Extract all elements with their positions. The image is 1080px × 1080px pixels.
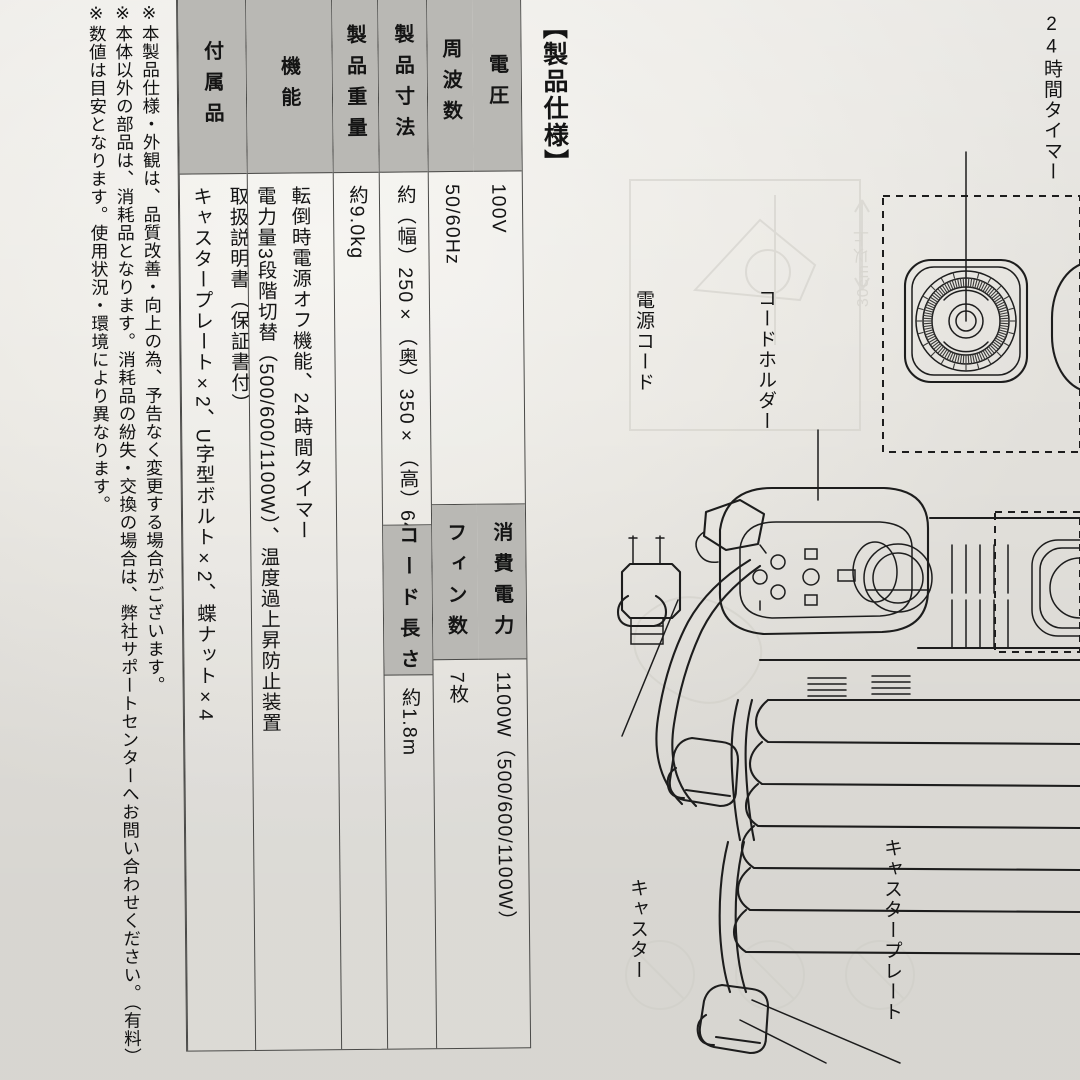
table-value-dimensions: 約（幅）250×（奥）350×（高）640mm ※キャスターを含む bbox=[393, 184, 421, 525]
table-header-dimensions: 製品寸法 bbox=[377, 0, 428, 173]
table-value-power-consumption: 1100W（500/600/1100W） bbox=[491, 671, 517, 932]
table-header-voltage: 電圧 bbox=[472, 0, 522, 172]
table-value-weight: 約9.0kg bbox=[345, 184, 369, 260]
table-value-fin-count: 7枚 bbox=[445, 671, 468, 705]
table-cell-frequency: 周波数 50/60Hz bbox=[427, 0, 477, 504]
table-header-accessories: 付属品 bbox=[178, 0, 247, 175]
spec-table: 電圧 100V 消費電力 1100W（500/600/1100W） 周波数 bbox=[176, 0, 532, 1052]
timer-callout-box bbox=[882, 195, 1080, 453]
table-header-frequency: 周波数 bbox=[427, 0, 475, 173]
control-callout-box bbox=[994, 511, 1080, 653]
bleedthrough-artwork bbox=[625, 179, 915, 1010]
page-title: 【製品仕様】 bbox=[539, 13, 569, 177]
label-caster: キャスター bbox=[627, 878, 648, 981]
label-24h-timer: 24時間タイマー bbox=[1041, 14, 1062, 182]
product-diagram: 30cm以上 bbox=[600, 0, 1080, 1080]
label-cord-holder: コードホルダー bbox=[755, 288, 776, 432]
table-cell-cord-length: コード長さ 約1.8m bbox=[383, 524, 437, 1049]
spec-table-wrapper: 電圧 100V 消費電力 1100W（500/600/1100W） 周波数 bbox=[176, 0, 532, 1052]
footnotes: ※本製品仕様・外観は、品質改善・向上の為、予告なく変更する場合がございます。 ※… bbox=[87, 3, 167, 1066]
table-column-dimensions: 製品寸法 約（幅）250×（奥）350×（高）640mm ※キャスターを含む コ… bbox=[376, 0, 437, 1049]
table-value-frequency: 50/60Hz bbox=[440, 183, 464, 266]
label-caster-plate: キャスタープレート bbox=[881, 838, 902, 1023]
table-value-accessories: キャスタープレート×2、U字型ボルト×2、蝶ナット×4 取扱説明書（保証書付） bbox=[189, 185, 250, 722]
table-cell-power-consumption: 消費電力 1100W（500/600/1100W） bbox=[477, 503, 531, 1048]
table-cell-fin-count: フィン数 7枚 bbox=[432, 503, 483, 1049]
table-column-voltage: 電圧 100V 消費電力 1100W（500/600/1100W） bbox=[472, 0, 531, 1048]
table-cell-dimensions: 製品寸法 約（幅）250×（奥）350×（高）640mm ※キャスターを含む bbox=[377, 0, 431, 525]
table-value-functions: 電力量3段階切替（500/600/1100W）、温度過上昇防止装置 転倒時電源オ… bbox=[253, 185, 314, 734]
table-header-functions: 機能 bbox=[245, 0, 333, 174]
table-value-cord-length: 約1.8m bbox=[397, 687, 421, 757]
label-power-cord: 電源コード bbox=[633, 290, 654, 393]
table-header-weight: 製品重量 bbox=[331, 0, 379, 174]
table-header-power-consumption: 消費電力 bbox=[477, 504, 527, 660]
footnote-item: ※本体以外の部品は、消耗品となります。消耗品の紛失・交換の場合は、弊社サポートセ… bbox=[113, 3, 143, 1066]
table-header-cord-length: コード長さ bbox=[383, 524, 433, 680]
heater-line-art bbox=[616, 151, 1080, 1064]
table-value-voltage: 100V bbox=[487, 183, 510, 235]
table-column-accessories: 付属品 キャスタープレート×2、U字型ボルト×2、蝶ナット×4 取扱説明書（保証… bbox=[177, 0, 256, 1051]
table-cell-voltage: 電圧 100V bbox=[472, 0, 524, 504]
table-header-fin-count: フィン数 bbox=[432, 504, 479, 661]
table-column-functions: 機能 電力量3段階切替（500/600/1100W）、温度過上昇防止装置 転倒時… bbox=[244, 0, 341, 1050]
